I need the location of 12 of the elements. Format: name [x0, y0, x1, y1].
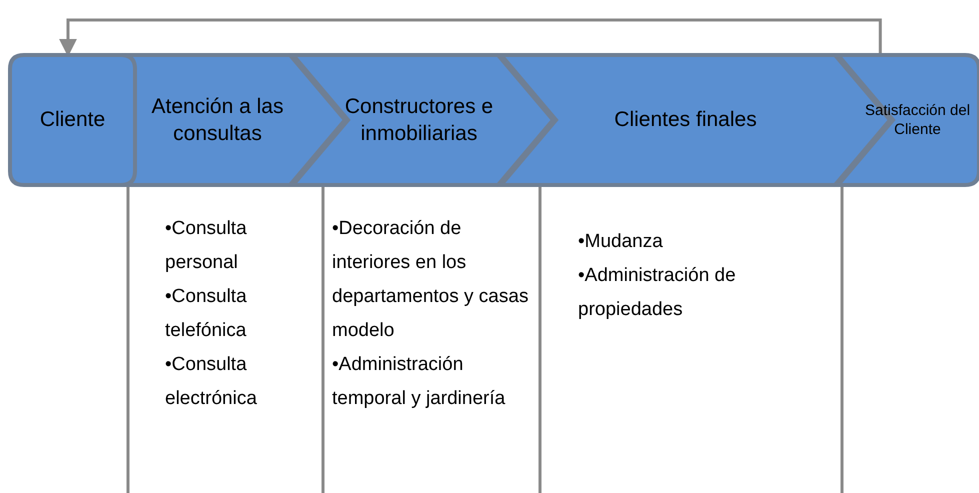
bullet-item: •Consulta telefónica	[165, 285, 248, 343]
step-label: Cliente	[40, 107, 106, 134]
bullet-item: •Administración temporal y jardinería	[332, 353, 506, 411]
bullet-item: •Decoración de interiores en los departamentos y casas modelo	[332, 217, 530, 343]
bullet-item: •Mudanza	[578, 230, 664, 254]
step-label: Atención a las consultas	[150, 94, 284, 147]
bullet-item: •Consulta personal	[165, 217, 248, 275]
bullet-item: •Administración de propiedades	[578, 264, 737, 322]
step-label: Clientes finales	[614, 107, 757, 134]
bullet-item: •Consulta electrónica	[165, 353, 258, 411]
step-label: Satisfacción del Cliente	[864, 100, 972, 140]
step-label: Constructores e inmobiliarias	[344, 94, 494, 147]
